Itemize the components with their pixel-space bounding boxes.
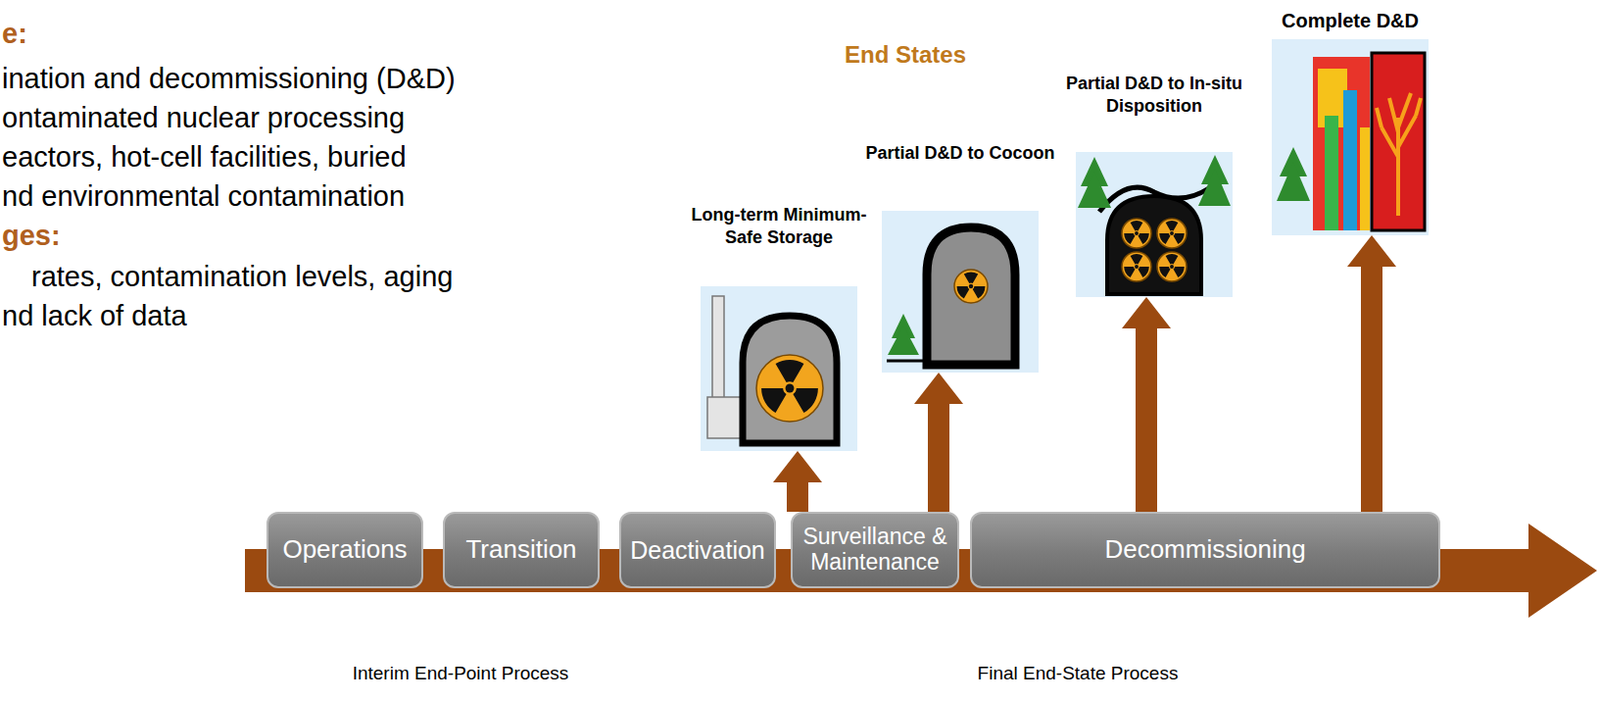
end-state-panel: Partial D&D to In-situ Disposition <box>1057 72 1252 297</box>
end-state-arrow <box>927 403 950 512</box>
end-state-heading: Partial D&D to In-situ Disposition <box>1057 72 1252 119</box>
end-state-panel: Long-term Minimum-Safe Storage <box>681 203 876 451</box>
scope-text: nd lack of data <box>1 299 188 333</box>
end-state-arrow <box>1360 266 1383 512</box>
section-heading: End States <box>844 41 967 69</box>
end-state-arrow <box>1135 328 1158 512</box>
process-caption: Interim End-Point Process <box>352 662 570 684</box>
phase-label: Deactivation <box>630 535 766 564</box>
scope-text: nd environmental contamination <box>1 180 405 213</box>
cocoon-icon <box>886 227 1016 365</box>
storage-icon <box>707 295 837 443</box>
phase-box: Operations <box>266 511 424 588</box>
panel <box>1075 151 1233 297</box>
phase-label: Operations <box>282 534 407 564</box>
in-situ-icon <box>1077 154 1231 294</box>
process-caption: Final End-State Process <box>977 662 1179 684</box>
panel <box>881 210 1039 373</box>
phase-box: Surveillance & Maintenance <box>790 511 960 588</box>
end-state-heading: Partial D&D to Cocoon <box>865 142 1055 165</box>
end-state-panel: Partial D&D to Cocoon <box>863 139 1058 373</box>
scope-text: ges: <box>1 219 61 252</box>
scope-text: eactors, hot-cell facilities, buried <box>1 141 407 174</box>
end-state-arrow <box>786 482 809 512</box>
scope-text: ination and decommissioning (D&D) <box>1 62 456 96</box>
phase-box: Deactivation <box>619 511 776 588</box>
phase-box: Decommissioning <box>969 511 1441 588</box>
phase-label: Surveillance & Maintenance <box>798 524 952 576</box>
end-state-heading: Long-term Minimum-Safe Storage <box>681 203 876 250</box>
panel <box>1271 39 1429 236</box>
scope-text: e: <box>1 17 28 50</box>
phase-label: Transition <box>465 534 577 564</box>
phase-box: Transition <box>442 511 600 588</box>
timeline-head <box>1528 523 1598 618</box>
panel <box>700 286 858 451</box>
green-field-icon <box>1276 52 1425 231</box>
end-state-heading: Complete D&D <box>1281 7 1419 34</box>
scope-text: ontaminated nuclear processing <box>1 101 405 135</box>
end-state-panel: Complete D&D <box>1261 7 1439 236</box>
phase-label: Decommissioning <box>1104 534 1306 564</box>
scope-text: rates, contamination levels, aging <box>31 260 453 293</box>
